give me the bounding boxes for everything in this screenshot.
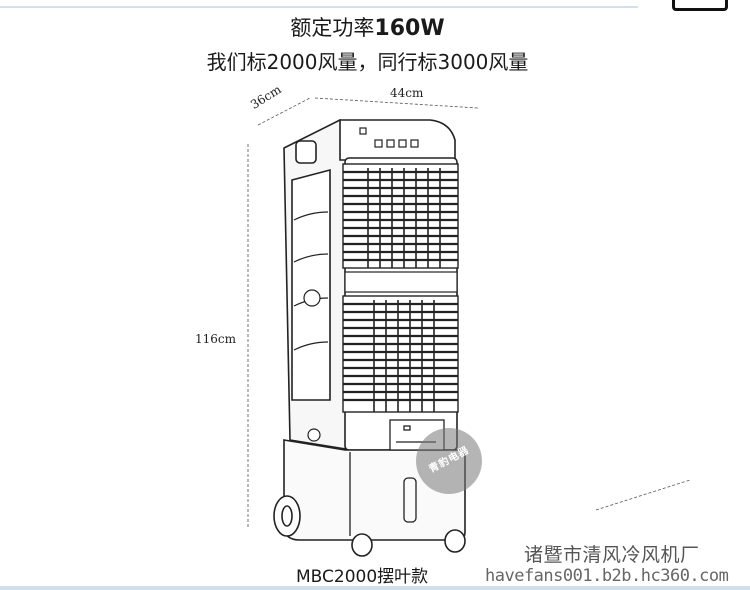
top-divider (0, 0, 638, 8)
power-rating-value: 160W (374, 16, 445, 41)
seal-text: 青豹电器 (427, 444, 472, 476)
middle-band (344, 271, 458, 293)
upper-grille (342, 163, 459, 269)
watermark-store-name: 诸暨市清风冷风机厂 (524, 544, 700, 566)
base-details (349, 452, 417, 536)
corner-bracket-mark (672, 0, 728, 11)
dimension-width-label: 44cm (390, 86, 424, 100)
watermark-seal: 青豹电器 (416, 428, 482, 494)
caster-wheels (273, 495, 466, 557)
watermark-url: havefans001.b2b.hc360.com (485, 566, 729, 586)
model-label: MBC2000摆叶款 (296, 567, 429, 587)
side-louvers (293, 211, 329, 442)
bottom-divider (0, 586, 750, 590)
dimension-lines (247, 97, 691, 528)
power-rating-title: 额定功率160W (0, 12, 735, 42)
power-rating-label: 额定功率 (290, 16, 375, 40)
dimension-height-label: 116cm (195, 332, 237, 346)
control-panel (359, 127, 419, 148)
airflow-note: 我们标2000风量，同行标3000风量 (206, 50, 529, 74)
lower-grille (342, 295, 459, 413)
